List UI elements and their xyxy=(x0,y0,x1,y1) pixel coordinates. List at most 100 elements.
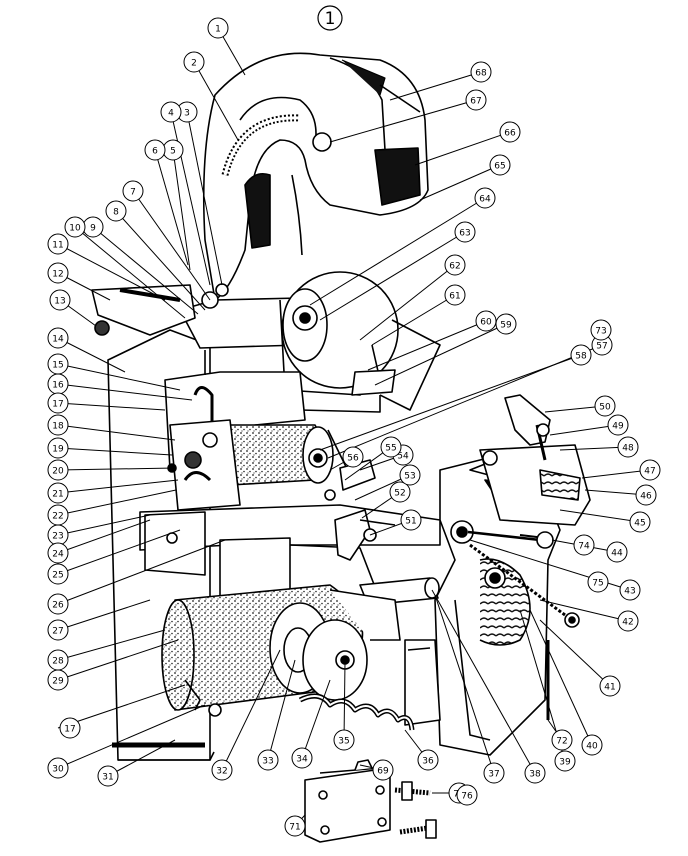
callout-32: 32 xyxy=(211,759,233,781)
callout-label: 57 xyxy=(596,342,607,352)
callout-label: 46 xyxy=(640,492,652,502)
callout-label: 34 xyxy=(296,755,308,765)
callout-label: 23 xyxy=(52,532,63,542)
callout-label: 44 xyxy=(611,549,623,559)
callout-5: 5 xyxy=(162,139,184,161)
callout-27: 27 xyxy=(47,619,69,641)
callout-label: 25 xyxy=(52,571,63,581)
callout-label: 51 xyxy=(405,517,416,527)
callout-29: 29 xyxy=(47,669,69,691)
callout-label: 35 xyxy=(338,737,349,747)
callout-label: 3 xyxy=(184,109,190,119)
callout-label: 63 xyxy=(459,229,470,239)
callout-label: 54 xyxy=(397,452,409,462)
callout-66: 66 xyxy=(499,121,521,143)
callout-7: 7 xyxy=(122,180,144,202)
callout-53: 53 xyxy=(399,464,421,486)
callout-label: 20 xyxy=(52,467,64,477)
callout-42: 42 xyxy=(617,610,639,632)
callout-label: 62 xyxy=(449,262,460,272)
cover-plate xyxy=(304,769,391,843)
callout-label: 40 xyxy=(586,742,598,752)
callout-label: 7 xyxy=(130,188,136,198)
callout-18: 18 xyxy=(47,414,69,436)
callout-69: 69 xyxy=(372,759,394,781)
callout-label: 64 xyxy=(479,195,491,205)
callout-label: 5 xyxy=(170,147,176,157)
callout-8: 8 xyxy=(105,200,127,222)
callout-65: 65 xyxy=(489,154,511,176)
callout-label: 13 xyxy=(54,297,65,307)
svg-text:1: 1 xyxy=(325,9,336,29)
callout-label: 55 xyxy=(385,444,396,454)
callout-36: 36 xyxy=(417,749,439,771)
callout-label: 26 xyxy=(52,601,64,611)
callout-label: 8 xyxy=(113,208,119,218)
callout-60: 60 xyxy=(475,310,497,332)
arc-chute-dark-face xyxy=(374,147,421,206)
callout-label: 17 xyxy=(64,725,75,735)
callout-14: 14 xyxy=(47,327,69,349)
callout-label: 19 xyxy=(52,445,64,455)
callout-label: 52 xyxy=(394,489,405,499)
callout-label: 74 xyxy=(578,542,590,552)
callout-75: 75 xyxy=(587,571,609,593)
callout-23: 23 xyxy=(47,524,69,546)
callout-35: 35 xyxy=(333,729,355,751)
callout-label: 72 xyxy=(556,737,567,747)
callout-21: 21 xyxy=(47,482,69,504)
callout-74: 74 xyxy=(573,534,595,556)
callout-label: 1 xyxy=(215,25,221,35)
callout-59: 59 xyxy=(495,313,517,335)
callout-label: 24 xyxy=(52,550,64,560)
callout-label: 9 xyxy=(90,224,96,234)
callout-label: 2 xyxy=(191,59,197,69)
callout-label: 22 xyxy=(52,512,63,522)
callout-label: 53 xyxy=(404,472,415,482)
callout-63: 63 xyxy=(454,221,476,243)
callout-label: 14 xyxy=(52,335,64,345)
callout-label: 4 xyxy=(168,109,174,119)
callout-55: 55 xyxy=(380,436,402,458)
callout-26: 26 xyxy=(47,593,69,615)
callout-73: 73 xyxy=(590,319,612,341)
callout-label: 45 xyxy=(634,519,645,529)
callout-label: 73 xyxy=(595,327,606,337)
callout-label: 17 xyxy=(52,400,63,410)
callout-10: 10 xyxy=(64,216,86,238)
callout-24: 24 xyxy=(47,542,69,564)
mechanism-drawing xyxy=(91,52,591,843)
callout-33: 33 xyxy=(257,749,279,771)
callout-label: 47 xyxy=(644,467,655,477)
callout-41: 41 xyxy=(599,675,621,697)
callout-34: 34 xyxy=(291,747,313,769)
callout-58: 58 xyxy=(570,344,592,366)
callout-62: 62 xyxy=(444,254,466,276)
callout-label: 61 xyxy=(449,292,460,302)
callout-11: 11 xyxy=(47,233,69,255)
callout-50: 50 xyxy=(594,395,616,417)
callout-label: 29 xyxy=(52,677,64,687)
callout-38: 38 xyxy=(524,762,546,784)
callout-label: 50 xyxy=(599,403,611,413)
callout-label: 38 xyxy=(529,770,541,780)
callout-label: 71 xyxy=(289,823,300,833)
callout-17: 17 xyxy=(47,392,69,414)
callout-label: 65 xyxy=(494,162,505,172)
callout-20: 20 xyxy=(47,459,69,481)
callout-56: 56 xyxy=(342,446,364,468)
callout-label: 75 xyxy=(592,579,603,589)
callout-4: 4 xyxy=(160,101,182,123)
callout-31: 31 xyxy=(97,765,119,787)
callout-51: 51 xyxy=(400,509,422,531)
callout-48: 48 xyxy=(617,436,639,458)
callout-68: 68 xyxy=(470,61,492,83)
callout-1: 1 xyxy=(207,17,229,39)
callout-label: 67 xyxy=(470,97,481,107)
callout-label: 58 xyxy=(575,352,587,362)
callout-label: 27 xyxy=(52,627,63,637)
callout-39: 39 xyxy=(554,750,576,772)
callout-17: 17 xyxy=(59,717,81,739)
callout-43: 43 xyxy=(619,579,641,601)
callout-2: 2 xyxy=(183,51,205,73)
